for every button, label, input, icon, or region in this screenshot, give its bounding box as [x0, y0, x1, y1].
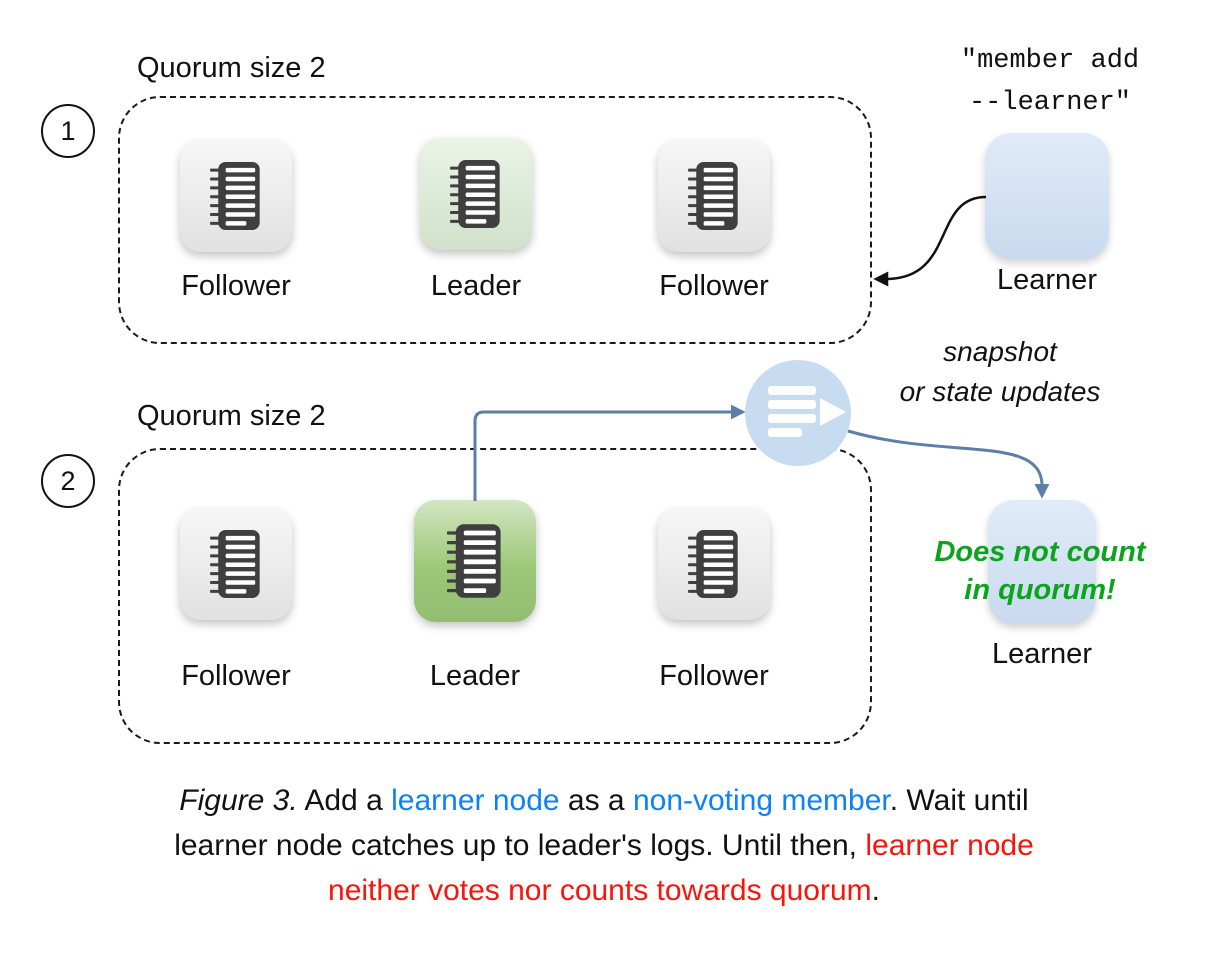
caption: Figure 3. Add a learner node as a non-vo…: [0, 778, 1208, 913]
step-2-leader-tile: [414, 500, 536, 622]
quorum-note-line1: Does not count: [934, 536, 1146, 568]
step-1-follower-1-tile: [180, 140, 292, 252]
caption-segment: learner node catches up to leader's logs…: [174, 829, 866, 862]
step-1-quorum-label: Quorum size 2: [137, 52, 326, 84]
step-2-learner-label: Learner: [992, 638, 1092, 670]
caption-segment: as a: [559, 784, 633, 817]
step-2-follower-2-tile: [658, 508, 770, 620]
step-1-badge: 1: [41, 104, 95, 158]
step-1-leader-label: Leader: [430, 270, 522, 302]
step-1-follower-1-label: Follower: [181, 270, 291, 302]
step-2-follower-1-label: Follower: [181, 660, 291, 692]
member-add-command: "member add --learner": [905, 40, 1195, 124]
log-icon: [447, 524, 501, 598]
step-1-learner-tile: [985, 133, 1109, 259]
caption-segment: .: [871, 874, 880, 907]
log-icon: [210, 529, 260, 599]
log-icon: [210, 161, 260, 231]
step-1-follower-2-tile: [658, 140, 770, 252]
step-2-quorum-label: Quorum size 2: [137, 400, 326, 432]
step-2-learner-tile: [988, 500, 1096, 624]
caption-segment: non-voting member: [632, 784, 890, 817]
step-1-cluster-box: [118, 96, 872, 344]
step-2-badge: 2: [41, 454, 95, 508]
snapshot-to-learner-arrow: [847, 429, 1050, 499]
quorum-note: Does not count in quorum!: [888, 533, 1192, 609]
caption-segment: learner node: [391, 784, 560, 817]
step-2-badge-number: 2: [60, 465, 76, 496]
caption-line: Figure 3. Add a learner node as a non-vo…: [0, 778, 1208, 823]
transfer-label-line1: snapshot: [943, 336, 1057, 367]
caption-line: learner node catches up to leader's logs…: [0, 823, 1208, 868]
log-icon: [688, 161, 738, 231]
caption-line: neither votes nor counts towards quorum.: [0, 868, 1208, 913]
log-icon: [688, 529, 738, 599]
caption-segment: neither votes nor counts towards quorum: [328, 874, 872, 907]
transfer-label: snapshot or state updates: [850, 332, 1150, 412]
caption-segment: Figure 3.: [179, 784, 298, 817]
member-add-command-line2: --learner": [968, 88, 1132, 118]
step-1-follower-2-label: Follower: [659, 270, 769, 302]
step-1-badge-number: 1: [60, 115, 76, 146]
caption-segment: . Wait until: [889, 784, 1029, 817]
step-1-leader-tile: [420, 138, 532, 250]
step-2-leader-label: Leader: [429, 660, 521, 692]
caption-segment: Add a: [297, 784, 392, 817]
caption-segment: learner node: [865, 829, 1034, 862]
transfer-label-line2: or state updates: [899, 376, 1101, 407]
quorum-note-line2: in quorum!: [964, 574, 1116, 606]
step-1-learner-label: Learner: [997, 264, 1097, 296]
member-add-command-line1: "member add: [960, 46, 1140, 76]
log-icon: [450, 159, 500, 229]
step-2-follower-1-tile: [180, 508, 292, 620]
step-2-follower-2-label: Follower: [659, 660, 769, 692]
